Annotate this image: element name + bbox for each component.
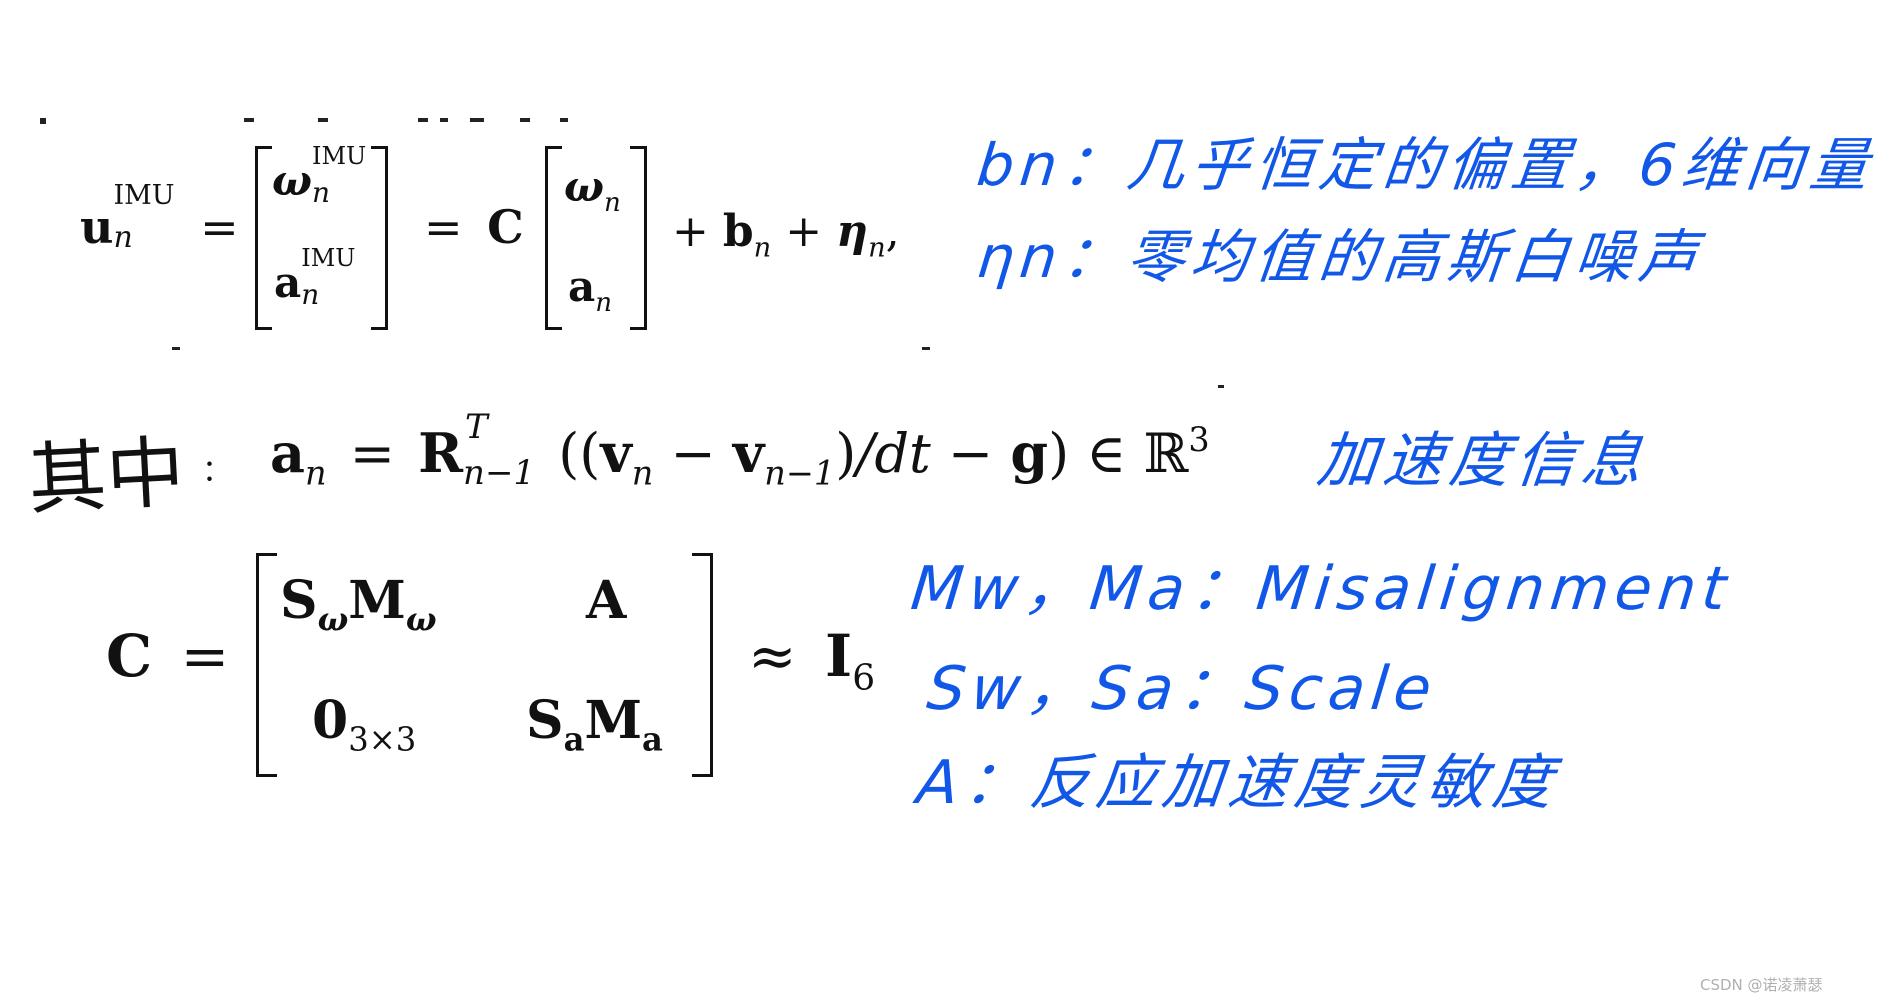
eq2-minus: − bbox=[670, 421, 716, 485]
eq3-m11-M: M bbox=[348, 570, 406, 631]
eq1-b-sub: n bbox=[753, 232, 772, 264]
eq1-comma: , bbox=[885, 206, 900, 257]
eq2-v2: v bbox=[732, 420, 765, 485]
eq3-equals: = bbox=[180, 622, 230, 690]
eq2-R-sup: T bbox=[465, 406, 488, 447]
eq2-in: ∈ bbox=[1086, 421, 1127, 485]
eq1-omega2-sub: n bbox=[604, 187, 621, 218]
eq2-close-2: ) bbox=[1048, 421, 1070, 485]
eq1-omega-sup: IMU bbox=[312, 142, 367, 170]
eq1-m1-row1: ω IMU n bbox=[272, 142, 372, 209]
eq3-lhs: C = bbox=[106, 622, 229, 690]
eq3-left-bracket bbox=[256, 553, 277, 777]
eq2-minus-2: − bbox=[947, 421, 994, 485]
eq2-a: a bbox=[270, 420, 305, 485]
equation-1: u IMU n = ω IMU n a IMU n = C ωn an + bn… bbox=[0, 0, 1000, 340]
eq3-m21-sub: 3×3 bbox=[348, 720, 417, 759]
annotation-sensitivity: A：反应加速度灵敏度 bbox=[913, 748, 1563, 818]
eq3-m22-S: S bbox=[526, 690, 564, 751]
eq3-m11-M-sub: ω bbox=[405, 600, 437, 639]
eq3-m22: SaMa bbox=[526, 690, 663, 758]
eq2-R-sub: n−1 bbox=[463, 452, 536, 493]
eq1-u: u bbox=[80, 200, 114, 254]
eq1-plus-2: + bbox=[785, 206, 823, 257]
eq1-a-sup: IMU bbox=[301, 244, 356, 272]
eq3-m12: A bbox=[586, 570, 627, 631]
eq2-R3: ℝ bbox=[1143, 421, 1189, 485]
eq3-rhs: ≈ I6 bbox=[748, 622, 875, 699]
eq1-a-sub: n bbox=[301, 278, 320, 311]
eq3-right-bracket bbox=[692, 553, 713, 777]
eq3-approx: ≈ bbox=[748, 622, 797, 690]
eq1-u-sub: n bbox=[113, 220, 133, 255]
eq1-matrix2-right-bracket bbox=[630, 146, 647, 330]
eq3-m11: SωMω bbox=[280, 570, 437, 638]
eq1-eta: η bbox=[836, 206, 869, 257]
eq1-C: C bbox=[487, 200, 524, 254]
eq3-m22-M-sub: a bbox=[642, 720, 663, 759]
eq1-eta-sub: n bbox=[868, 232, 886, 264]
equation-2: an = R T n−1 ((vn − vn−1)/dt − g) ∈ ℝ3 bbox=[270, 407, 1210, 493]
eq2-open: (( bbox=[558, 421, 601, 485]
eq3-I: I bbox=[825, 622, 853, 690]
eq1-lhs: u IMU n = bbox=[80, 180, 239, 255]
label-qizhong: 其中 bbox=[26, 427, 187, 527]
eq2-v1-sub: n bbox=[631, 453, 654, 493]
eq1-omega: ω bbox=[272, 156, 312, 205]
eq3-m22-S-sub: a bbox=[563, 720, 585, 759]
annotation-accel: 加速度信息 bbox=[1313, 426, 1652, 496]
eq1-a2: a bbox=[568, 262, 596, 311]
eq3-m21-zero: 0 bbox=[312, 690, 349, 751]
eq1-tail: + bn + ηn, bbox=[672, 206, 900, 263]
eq3-m11-S: S bbox=[280, 570, 318, 631]
eq1-matrix1-right-bracket bbox=[371, 146, 388, 330]
annotation-misalignment: Mw，Ma：Misalignment bbox=[907, 554, 1736, 624]
eq1-matrix1-left-bracket bbox=[255, 146, 272, 330]
eq1-omega2: ω bbox=[564, 162, 604, 211]
eq2-R: R bbox=[418, 420, 464, 485]
eq3-C: C bbox=[106, 622, 153, 690]
eq1-equals-2: = bbox=[424, 200, 463, 254]
eq3-m21: 03×3 bbox=[312, 690, 416, 758]
annotation-eta: ηn：零均值的高斯白噪声 bbox=[973, 223, 1707, 291]
annotation-bn: bn：几乎恒定的偏置，6维向量 bbox=[973, 131, 1878, 199]
eq2-slash-dt: /dt bbox=[856, 421, 931, 485]
eq1-a: a bbox=[274, 258, 302, 307]
eq1-a2-sub: n bbox=[595, 287, 612, 318]
eq1-equals-C: = C bbox=[424, 200, 524, 254]
top-crop-fragments bbox=[40, 118, 1224, 388]
label-colon: ： bbox=[202, 454, 232, 489]
eq1-m2-row1: ωn bbox=[564, 162, 621, 218]
eq1-omega-sub: n bbox=[312, 176, 331, 209]
eq1-m2-row2: an bbox=[568, 262, 612, 318]
eq2-v2-sub: n−1 bbox=[764, 453, 836, 493]
eq1-u-sup: IMU bbox=[113, 180, 175, 211]
eq1-plus-1: + bbox=[672, 206, 709, 257]
eq2-v1: v bbox=[600, 420, 632, 485]
eq3-m11-S-sub: ω bbox=[317, 600, 349, 639]
eq2-R3-sup: 3 bbox=[1188, 420, 1210, 459]
eq2-g: g bbox=[1010, 420, 1049, 485]
eq2-a-sub: n bbox=[305, 453, 327, 493]
eq1-m1-row2: a IMU n bbox=[274, 244, 361, 311]
watermark: CSDN @诺凌萧瑟 bbox=[1700, 976, 1823, 994]
eq1-equals: = bbox=[200, 200, 239, 254]
eq3-m22-M: M bbox=[584, 690, 643, 751]
eq2-close: ) bbox=[835, 421, 857, 485]
eq2-equals: = bbox=[349, 421, 395, 485]
eq1-b: b bbox=[722, 206, 754, 257]
eq3-I-sub: 6 bbox=[852, 657, 876, 699]
eq1-matrix2-left-bracket bbox=[545, 146, 562, 330]
annotation-scale: Sw，Sa：Scale bbox=[923, 654, 1441, 724]
